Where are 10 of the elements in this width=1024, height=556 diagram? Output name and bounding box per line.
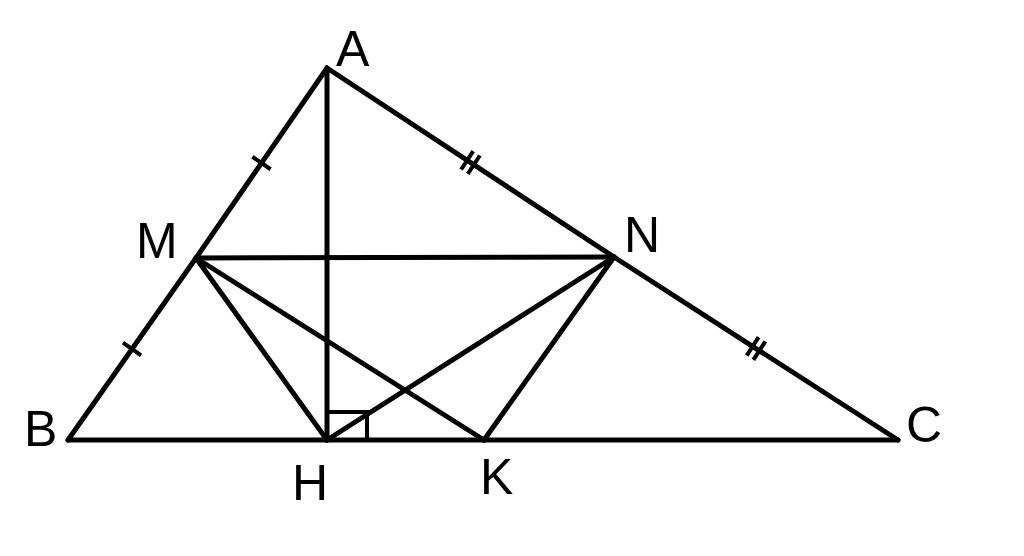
point-label: M bbox=[136, 216, 178, 266]
line-segment bbox=[481, 254, 617, 443]
point-label: C bbox=[906, 400, 943, 450]
point-label: A bbox=[336, 24, 370, 74]
point-label: B bbox=[24, 404, 58, 454]
point-label: K bbox=[480, 452, 514, 502]
line-segment bbox=[324, 254, 617, 443]
line-segment bbox=[324, 437, 487, 443]
point-label: H bbox=[292, 458, 329, 508]
point-label: N bbox=[624, 210, 661, 260]
